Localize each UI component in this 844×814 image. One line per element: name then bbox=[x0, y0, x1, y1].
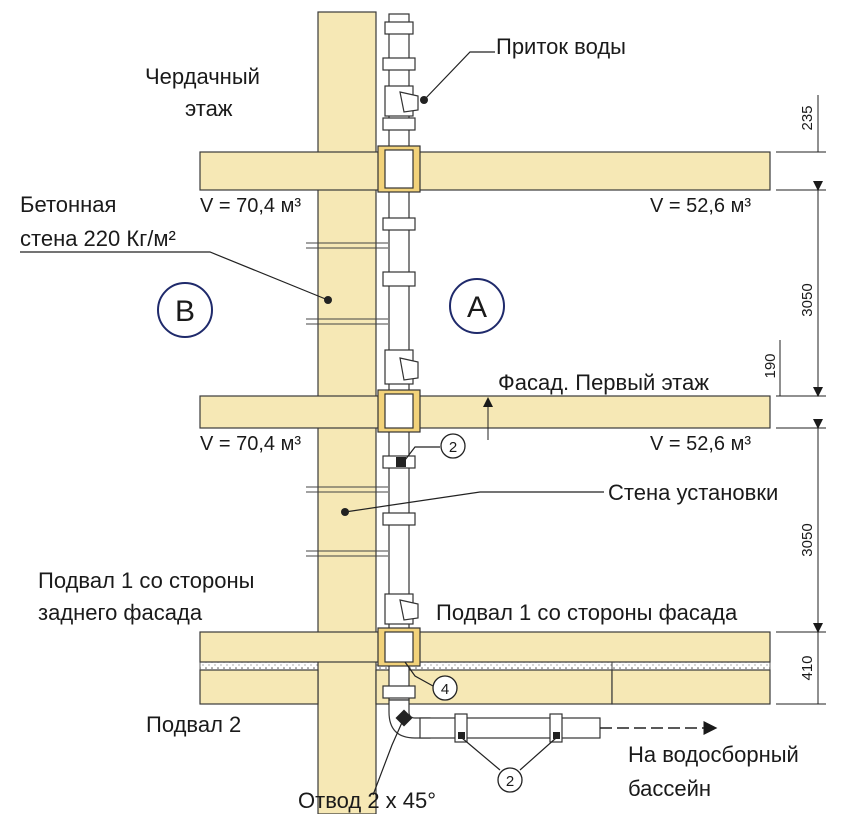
callout-2-upper-label: 2 bbox=[449, 439, 457, 456]
slab-first-floor bbox=[199, 395, 771, 429]
vertical-pipe bbox=[377, 13, 421, 701]
basement1-rear-label-line1: Подвал 1 со стороны bbox=[38, 568, 254, 593]
callout-2-lower-label: 2 bbox=[506, 773, 514, 790]
leader-lines bbox=[20, 51, 604, 796]
basement2-floor bbox=[199, 661, 771, 705]
installation-wall-label: Стена установки bbox=[608, 480, 778, 505]
zone-b-label: B bbox=[175, 295, 195, 328]
callout-4-label: 4 bbox=[441, 681, 449, 698]
attic-label-line1: Чердачный bbox=[145, 64, 260, 89]
concrete-wall-label-line1: Бетонная bbox=[20, 192, 116, 217]
facade-first-floor-label: Фасад. Первый этаж bbox=[498, 370, 709, 395]
volume-b-upper: V = 70,4 м³ bbox=[200, 195, 301, 217]
basement1-rear-label-line2: заднего фасада bbox=[38, 600, 203, 625]
elbow-and-horizontal-pipe bbox=[388, 699, 718, 743]
dimension-410: 410 bbox=[799, 655, 816, 680]
drain-label-line1: На водосборный bbox=[628, 742, 799, 767]
water-inflow-label: Приток воды bbox=[496, 34, 626, 59]
callout-2-upper: 2 bbox=[440, 433, 466, 459]
volume-b-lower: V = 70,4 м³ bbox=[200, 433, 301, 455]
zone-b-circle: B bbox=[157, 282, 213, 338]
basement2-label: Подвал 2 bbox=[146, 712, 241, 737]
drain-label-line2: бассейн bbox=[628, 776, 711, 801]
concrete-wall-label-line2: стена 220 Кг/м² bbox=[20, 226, 176, 251]
volume-a-upper: V = 52,6 м³ bbox=[650, 195, 751, 217]
zone-a-circle: A bbox=[449, 278, 505, 334]
volume-a-lower: V = 52,6 м³ bbox=[650, 433, 751, 455]
dimension-3050-lower: 3050 bbox=[799, 523, 816, 556]
elbow-label: Отвод 2 x 45° bbox=[298, 788, 436, 813]
dimension-lines bbox=[483, 95, 826, 705]
callout-2-lower: 2 bbox=[497, 767, 523, 793]
slab-attic bbox=[199, 151, 771, 191]
basement1-front-label: Подвал 1 со стороны фасада bbox=[436, 600, 738, 625]
dimension-190: 190 bbox=[762, 353, 779, 378]
dimension-3050-upper: 3050 bbox=[799, 283, 816, 316]
attic-label-line2: этаж bbox=[185, 96, 233, 121]
slab-basement1 bbox=[199, 631, 771, 663]
dimension-235: 235 bbox=[799, 105, 816, 130]
callout-4: 4 bbox=[432, 675, 458, 701]
zone-a-label: A bbox=[467, 291, 487, 324]
